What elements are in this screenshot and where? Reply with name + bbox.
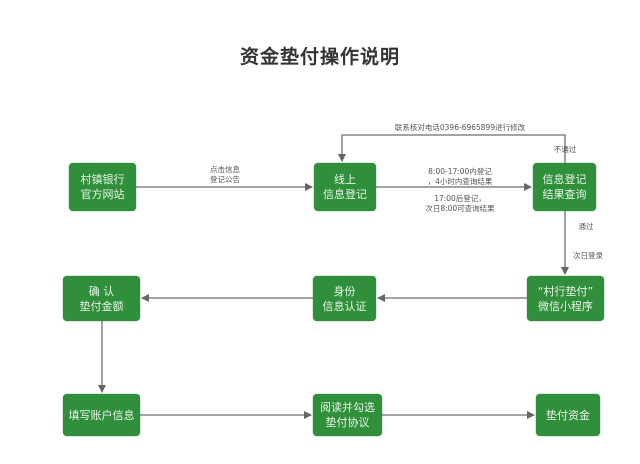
- node-text: 阅读并勾选: [320, 401, 375, 414]
- node-text: 线上: [334, 173, 356, 186]
- node-text: 微信小程序: [538, 299, 593, 313]
- label-feedback-loop: 联系核对电话0396-6965899进行修改: [394, 123, 526, 132]
- node-text: 村镇银行: [80, 173, 125, 186]
- label-line: 点击信息: [210, 165, 240, 174]
- node-online-register: 线上 信息登记: [314, 163, 376, 211]
- node-text: 信息认证: [322, 299, 367, 313]
- node-text: 确 认: [88, 284, 115, 298]
- node-text: 官方网站: [80, 188, 125, 201]
- node-text: 信息登记: [542, 173, 587, 186]
- label-line: 次日8:00可查询结果: [425, 204, 495, 213]
- node-query-result: 信息登记 结果查询: [533, 163, 596, 211]
- label-bank-to-register: 点击信息 登记公告: [195, 165, 255, 185]
- node-mini-program: “村行垫付” 微信小程序: [527, 276, 604, 321]
- label-line: 8:00-17:00内登记: [428, 167, 492, 176]
- node-read-agreement: 阅读并勾选 垫付协议: [313, 394, 382, 436]
- label-next-day-login: 次日登录: [573, 251, 603, 260]
- label-line: ，4小时内查询结果: [427, 177, 493, 186]
- node-text: “村行垫付”: [537, 284, 594, 298]
- label-register-to-query-bottom: 17:00后登记， 次日8:00可查询结果: [410, 194, 510, 214]
- node-text: 结果查询: [542, 188, 587, 201]
- node-bank-site: 村镇银行 官方网站: [69, 163, 136, 211]
- label-not-passed: 不通过: [553, 145, 577, 154]
- label-register-to-query-top: 8:00-17:00内登记 ，4小时内查询结果: [410, 167, 510, 187]
- node-text: 信息登记: [323, 188, 367, 201]
- edge-feedback-loop: [338, 134, 566, 163]
- node-advance-funds: 垫付资金: [536, 394, 600, 436]
- node-fill-account: 填写账户信息: [63, 394, 140, 436]
- diagram-title: 资金垫付操作说明: [239, 46, 400, 68]
- node-text: 填写账户信息: [68, 408, 135, 422]
- node-text: 垫付金额: [79, 299, 124, 313]
- label-line: 登记公告: [210, 175, 240, 184]
- node-text: 垫付协议: [325, 416, 370, 429]
- node-identity-auth: 身份 信息认证: [313, 276, 376, 321]
- label-line: 17:00后登记，: [434, 194, 486, 203]
- node-text: 垫付资金: [546, 408, 590, 422]
- node-confirm-amount: 确 认 垫付金额: [63, 276, 140, 321]
- label-passed: 通过: [578, 222, 594, 231]
- node-text: 身份: [333, 284, 356, 298]
